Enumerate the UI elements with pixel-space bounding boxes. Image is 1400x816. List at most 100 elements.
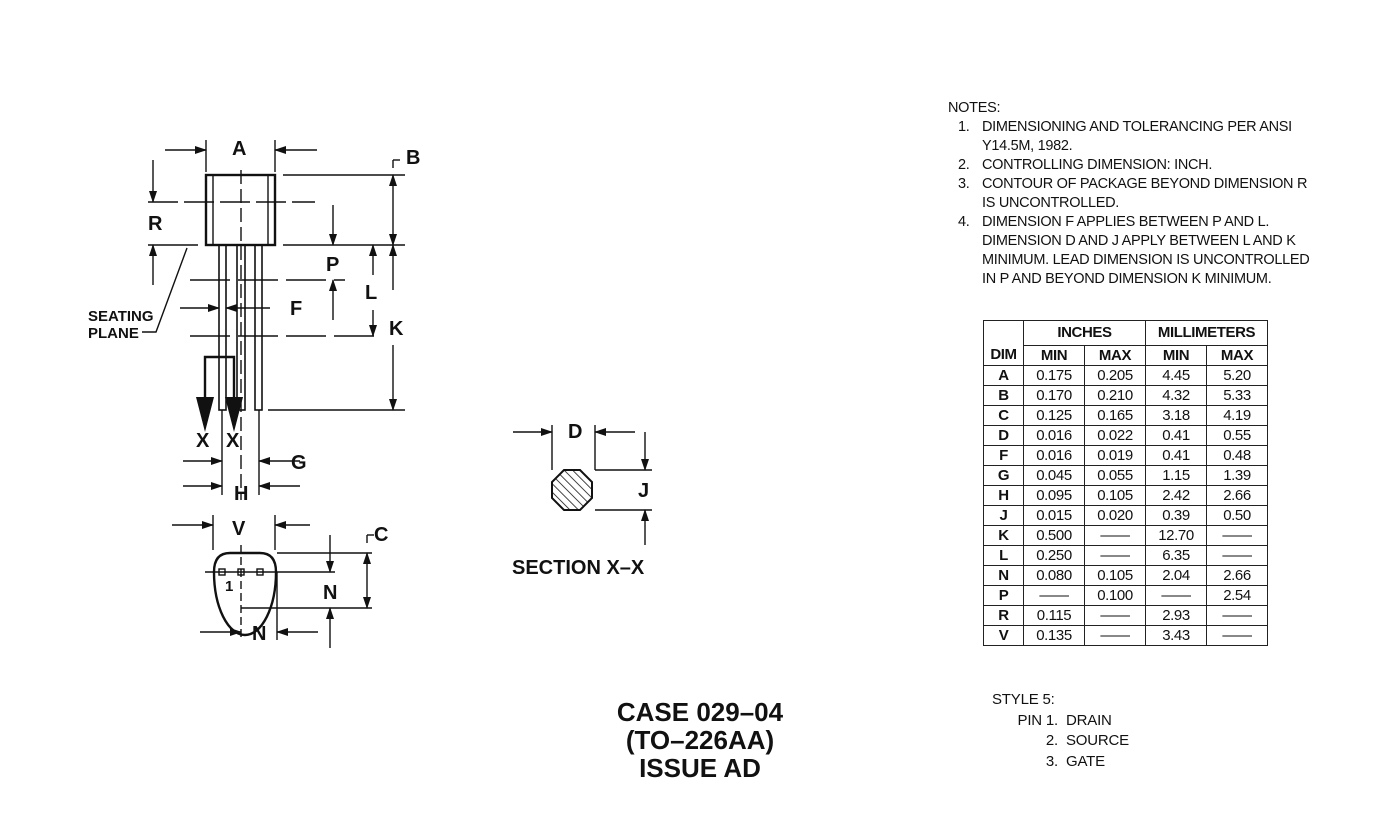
dim-cell: K xyxy=(983,524,1024,546)
value-cell: 0.100 xyxy=(1084,584,1146,606)
value-cell: 0.045 xyxy=(1023,464,1085,486)
value-cell: 0.125 xyxy=(1023,404,1085,426)
note-text: IS UNCONTROLLED. xyxy=(982,195,1119,211)
value-cell: —— xyxy=(1206,544,1268,566)
value-cell: 0.019 xyxy=(1084,444,1146,466)
dim-cell: P xyxy=(983,584,1024,606)
value-cell: —— xyxy=(1084,604,1146,626)
value-cell: 3.43 xyxy=(1145,624,1207,646)
dim-cell: B xyxy=(983,384,1024,406)
note-text: IN P AND BEYOND DIMENSION K MINIMUM. xyxy=(982,271,1272,287)
dimensions-table: INCHES MILLIMETERS DIM MIN MAX MIN MAX A… xyxy=(983,320,1268,646)
dim-label-f: F xyxy=(290,298,302,320)
table-corner xyxy=(983,320,1024,345)
pin-row: 3.GATE xyxy=(992,752,1129,773)
note-line: 3.CONTOUR OF PACKAGE BEYOND DIMENSION R xyxy=(948,175,1309,194)
value-cell: 2.54 xyxy=(1206,584,1268,606)
table-row: P——0.100——2.54 xyxy=(983,584,1268,606)
note-text: MINIMUM. LEAD DIMENSION IS UNCONTROLLED xyxy=(982,252,1310,268)
note-text: DIMENSION D AND J APPLY BETWEEN L AND K xyxy=(982,233,1296,249)
note-text: DIMENSIONING AND TOLERANCING PER ANSI xyxy=(982,119,1292,135)
section-label-x2: X xyxy=(226,430,240,452)
dim-cell: N xyxy=(983,564,1024,586)
note-text: Y14.5M, 1982. xyxy=(982,138,1073,154)
value-cell: 12.70 xyxy=(1145,524,1207,546)
value-cell: 5.20 xyxy=(1206,364,1268,386)
value-cell: 3.18 xyxy=(1145,404,1207,426)
value-cell: 4.32 xyxy=(1145,384,1207,406)
note-text: CONTOUR OF PACKAGE BEYOND DIMENSION R xyxy=(982,176,1308,192)
value-cell: 0.020 xyxy=(1084,504,1146,526)
value-cell: 2.42 xyxy=(1145,484,1207,506)
value-cell: 0.39 xyxy=(1145,504,1207,526)
dim-label-v: V xyxy=(232,518,246,540)
dim-cell: V xyxy=(983,624,1024,646)
lead-cross-section xyxy=(551,469,593,511)
note-line: 2.CONTROLLING DIMENSION: INCH. xyxy=(948,156,1309,175)
value-cell: 5.33 xyxy=(1206,384,1268,406)
pin-number: PIN 1. xyxy=(1017,711,1059,729)
dim-label-a: A xyxy=(232,138,246,160)
pin-number: 2. xyxy=(1045,732,1058,749)
value-cell: 0.015 xyxy=(1023,504,1085,526)
value-cell: 0.022 xyxy=(1084,424,1146,446)
note-line: IS UNCONTROLLED. xyxy=(948,194,1309,213)
dim-label-n-bottom: N xyxy=(252,623,266,645)
note-line: 1. DIMENSIONING AND TOLERANCING PER ANSI xyxy=(948,118,1309,137)
value-cell: 4.45 xyxy=(1145,364,1207,386)
col-header-mm-max: MAX xyxy=(1206,344,1268,366)
note-number: 1. xyxy=(958,119,970,135)
value-cell: —— xyxy=(1206,624,1268,646)
value-cell: 2.04 xyxy=(1145,564,1207,586)
pin-name: GATE xyxy=(1066,752,1105,770)
case-number: CASE 029–04 xyxy=(616,697,784,727)
value-cell: 0.41 xyxy=(1145,444,1207,466)
col-header-in-min: MIN xyxy=(1023,344,1085,366)
package-bottom-view xyxy=(212,551,278,637)
section-label-x1: X xyxy=(196,430,210,452)
col-header-mm-min: MIN xyxy=(1145,344,1207,366)
dim-label-p: P xyxy=(326,254,339,276)
dim-cell: J xyxy=(983,504,1024,526)
value-cell: 0.250 xyxy=(1023,544,1085,566)
value-cell: 0.50 xyxy=(1206,504,1268,526)
col-header-dim: DIM xyxy=(983,345,1024,366)
value-cell: 0.105 xyxy=(1084,564,1146,586)
pin-row: PIN 1.DRAIN xyxy=(992,711,1129,732)
value-cell: 6.35 xyxy=(1145,544,1207,566)
value-cell: 0.080 xyxy=(1023,564,1085,586)
note-text: CONTROLLING DIMENSION: INCH. xyxy=(982,157,1213,173)
value-cell: —— xyxy=(1084,544,1146,566)
value-cell: 1.39 xyxy=(1206,464,1268,486)
pin-1-label: 1 xyxy=(225,578,233,595)
value-cell: 0.210 xyxy=(1084,384,1146,406)
value-cell: 0.41 xyxy=(1145,424,1207,446)
seating-plane-label-line2: PLANE xyxy=(88,325,139,342)
section-arrowheads xyxy=(196,397,243,432)
dim-label-b: B xyxy=(406,147,420,169)
value-cell: 0.170 xyxy=(1023,384,1085,406)
pin-row: 2.SOURCE xyxy=(992,731,1129,752)
note-line: IN P AND BEYOND DIMENSION K MINIMUM. xyxy=(948,270,1309,289)
value-cell: —— xyxy=(1206,604,1268,626)
value-cell: 0.165 xyxy=(1084,404,1146,426)
value-cell: 2.66 xyxy=(1206,564,1268,586)
value-cell: 0.016 xyxy=(1023,424,1085,446)
value-cell: 4.19 xyxy=(1206,404,1268,426)
value-cell: 0.095 xyxy=(1023,484,1085,506)
value-cell: 0.055 xyxy=(1084,464,1146,486)
value-cell: 2.93 xyxy=(1145,604,1207,626)
dim-cell: F xyxy=(983,444,1024,466)
value-cell: 1.15 xyxy=(1145,464,1207,486)
